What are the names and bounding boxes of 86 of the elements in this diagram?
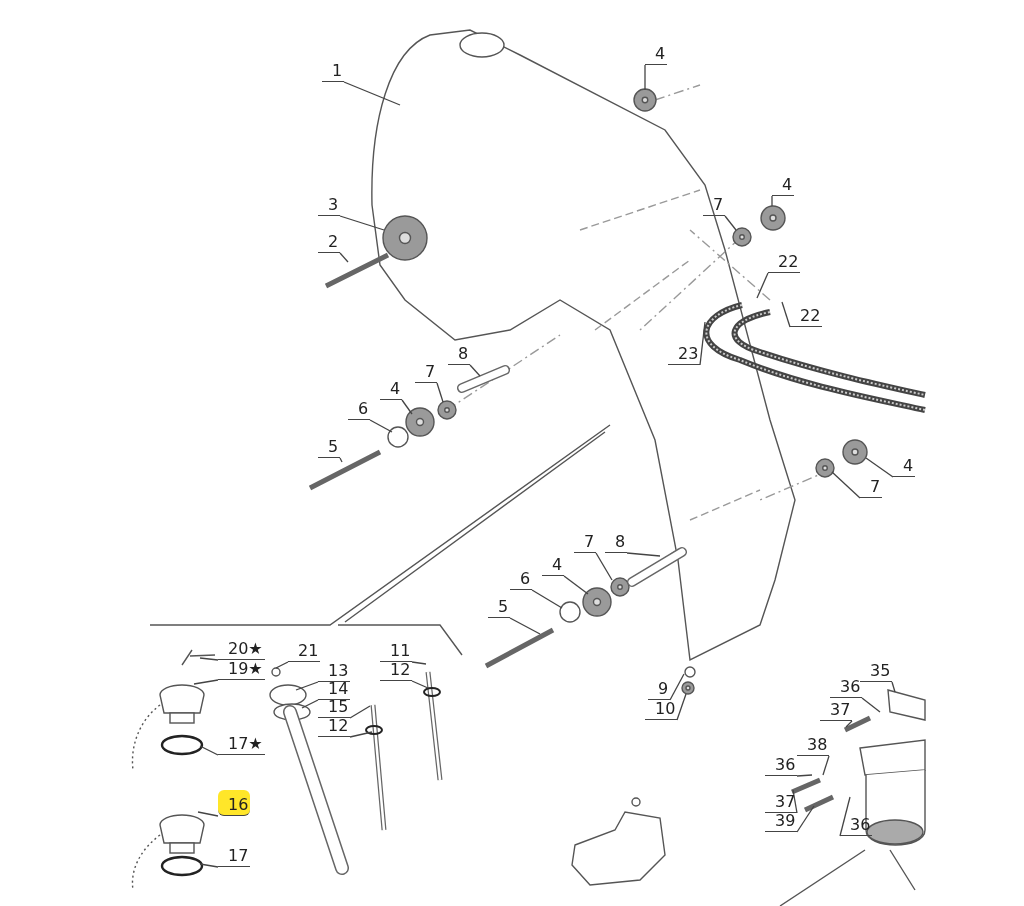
leader-line: [595, 552, 613, 581]
leader-line: [839, 796, 851, 837]
callout-number: 21: [288, 642, 321, 662]
callout-number: 16: [218, 790, 251, 816]
callout-number: 8: [448, 345, 471, 365]
callout-number: 9: [648, 680, 671, 700]
leader-line: [861, 697, 881, 713]
leader-line: [509, 617, 541, 635]
callout-number: 4: [893, 457, 916, 477]
leader-line: [699, 321, 706, 366]
leader-line: [796, 774, 813, 777]
leader-line: [349, 731, 373, 738]
callout-number: 13: [318, 662, 351, 682]
leader-line: [644, 64, 646, 91]
leader-line: [199, 863, 219, 868]
callout-number: 15: [318, 698, 351, 718]
leader-line: [411, 661, 427, 665]
leader-line: [339, 215, 385, 231]
leader-line: [343, 81, 401, 106]
callout-number: 17★: [218, 735, 265, 755]
callout-number: 7: [860, 478, 883, 498]
callout-number: 36: [830, 678, 863, 698]
callout-number: 10: [645, 700, 678, 720]
callout-number: 4: [645, 45, 668, 65]
leader-line: [469, 364, 481, 377]
leader-line: [796, 805, 815, 833]
callout-number: 4: [542, 556, 565, 576]
leader-line: [676, 693, 687, 721]
callout-number: 20★: [218, 640, 265, 660]
leader-line: [626, 552, 661, 557]
callout-number: 4: [380, 380, 403, 400]
leader-line: [771, 195, 773, 207]
leader-line: [197, 811, 219, 817]
callout-number: 7: [415, 363, 438, 383]
callout-number: 22: [790, 307, 823, 327]
callout-number: 19★: [218, 660, 265, 680]
leader-line: [411, 680, 429, 689]
callout-number: 5: [488, 598, 511, 618]
leader-line: [845, 720, 853, 728]
leader-line: [275, 661, 289, 669]
callout-number: 37: [820, 701, 853, 721]
callout-number: 36: [765, 756, 798, 776]
leader-line: [756, 272, 769, 299]
leader-line: [369, 419, 393, 433]
leader-line: [724, 215, 737, 231]
callout-number: 22: [768, 253, 801, 273]
callout-number: 35: [860, 662, 893, 682]
leader-line: [301, 699, 319, 709]
leader-line: [349, 705, 371, 719]
leader-line: [339, 457, 343, 463]
leader-line: [831, 471, 861, 499]
callout-number: 5: [318, 438, 341, 458]
callout-number: 12: [318, 717, 351, 737]
callout-number: 3: [318, 196, 341, 216]
leader-line: [199, 745, 219, 756]
leader-line: [822, 755, 830, 776]
leader-line: [865, 457, 894, 478]
leader-line: [295, 681, 319, 691]
callout-number: 4: [772, 176, 795, 196]
callout-number: 7: [574, 533, 597, 553]
leader-line: [792, 789, 798, 814]
callout-number: 2: [318, 233, 341, 253]
callout-number: 6: [510, 570, 533, 590]
callout-number: 37: [765, 793, 798, 813]
callout-number: 6: [348, 400, 371, 420]
callout-number: 39: [765, 812, 798, 832]
leader-line: [891, 681, 896, 693]
leader-line: [193, 679, 219, 685]
callout-number: 1: [322, 62, 345, 82]
leader-line: [531, 589, 563, 609]
callout-number: 12: [380, 661, 413, 681]
callout-number: 14: [318, 680, 351, 700]
callout-number: 7: [703, 196, 726, 216]
callout-number: 36: [840, 816, 873, 836]
leader-line: [199, 657, 219, 661]
leader-line: [401, 399, 413, 415]
callout-number: 11: [380, 642, 413, 662]
callout-number: 8: [605, 533, 628, 553]
leader-line: [669, 673, 685, 701]
leader-line: [436, 382, 444, 403]
leader-line: [339, 252, 349, 263]
callout-number: 38: [797, 736, 830, 756]
leader-line: [781, 301, 791, 328]
callout-number: 23: [668, 345, 701, 365]
leader-line: [563, 575, 589, 595]
callout-number: 17: [218, 847, 251, 867]
